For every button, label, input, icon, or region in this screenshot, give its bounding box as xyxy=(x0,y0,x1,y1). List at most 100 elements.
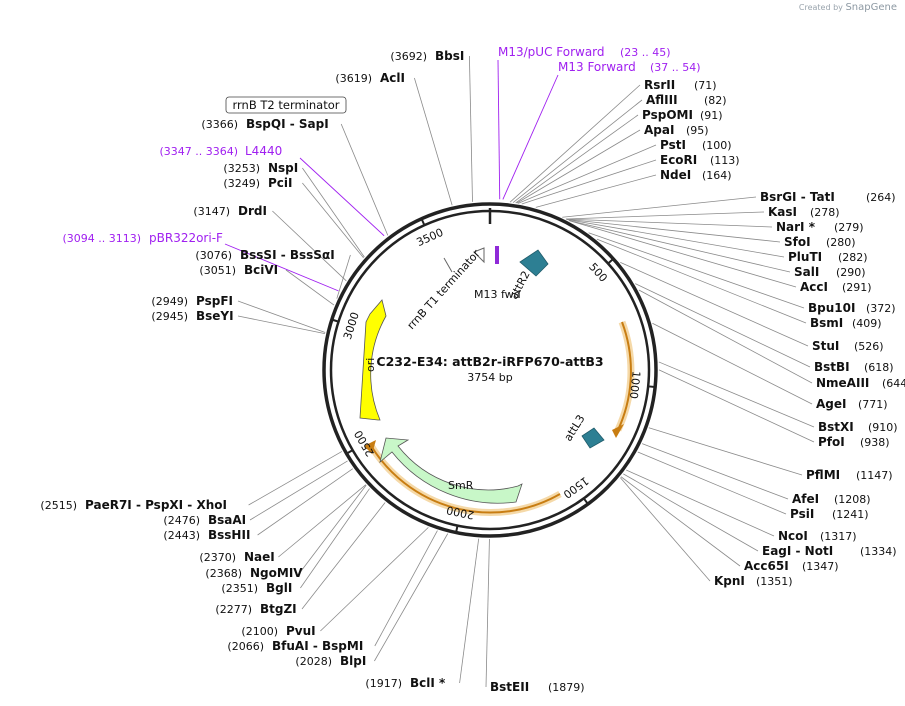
enzyme-name[interactable]: SalI xyxy=(794,265,819,279)
enzyme-name[interactable]: AgeI xyxy=(816,397,846,411)
enzyme-site[interactable]: AccI(291) xyxy=(800,280,872,294)
enzyme-name[interactable]: NarI * xyxy=(776,220,816,234)
enzyme-site[interactable]: RsrII(71) xyxy=(644,78,717,92)
enzyme-site[interactable]: BsrGI - TatI(264) xyxy=(760,190,896,204)
enzyme-site[interactable]: BstEII(1879) xyxy=(490,680,585,694)
enzyme-name[interactable]: AfeI xyxy=(792,492,819,506)
enzyme-site[interactable]: (2949)PspFI xyxy=(151,294,233,308)
enzyme-name[interactable]: AccI xyxy=(800,280,828,294)
enzyme-name[interactable]: NaeI xyxy=(244,550,275,564)
enzyme-site[interactable]: (2368)NgoMIV xyxy=(205,566,303,580)
enzyme-name[interactable]: BssSI - BssSαI xyxy=(240,248,335,262)
enzyme-name[interactable]: AclI xyxy=(380,71,405,85)
enzyme-name[interactable]: BciVI xyxy=(244,263,278,277)
enzyme-name[interactable]: BbsI xyxy=(435,49,464,63)
enzyme-site[interactable]: EcoRI(113) xyxy=(660,153,740,167)
enzyme-site[interactable]: (3147)DrdI xyxy=(193,204,267,218)
primer-m13-name[interactable]: M13 Forward xyxy=(558,60,636,74)
enzyme-site[interactable]: (3619)AclI xyxy=(335,71,405,85)
enzyme-name[interactable]: BssHII xyxy=(208,528,250,542)
enzyme-site[interactable]: (2515)PaeR7I - PspXI - XhoI xyxy=(40,498,227,512)
enzyme-name[interactable]: SfoI xyxy=(784,235,811,249)
enzyme-name[interactable]: PflMI xyxy=(806,468,840,482)
enzyme-name[interactable]: NspI xyxy=(268,161,298,175)
enzyme-site[interactable]: AflIII(82) xyxy=(646,93,727,107)
enzyme-name[interactable]: BsmI xyxy=(810,316,843,330)
primer-pbr322-name[interactable]: pBR322ori-F xyxy=(149,231,223,245)
primer-m13puc-name[interactable]: M13/pUC Forward xyxy=(498,45,605,59)
enzyme-site[interactable]: (1917)BclI * xyxy=(365,676,446,690)
enzyme-site[interactable]: BstBI(618) xyxy=(814,360,894,374)
enzyme-site[interactable]: Acc65I(1347) xyxy=(744,559,839,573)
enzyme-site[interactable]: KpnI(1351) xyxy=(714,574,793,588)
enzyme-name[interactable]: RsrII xyxy=(644,78,675,92)
enzyme-name[interactable]: ApaI xyxy=(644,123,674,137)
enzyme-site[interactable]: (2476)BsaAI xyxy=(163,513,246,527)
enzyme-site[interactable]: (2277)BtgZI xyxy=(215,602,296,616)
enzyme-site[interactable]: EagI - NotI(1334) xyxy=(762,544,897,558)
enzyme-site[interactable]: (2443)BssHII xyxy=(163,528,250,542)
enzyme-name[interactable]: PciI xyxy=(268,176,293,190)
enzyme-name[interactable]: BsrGI - TatI xyxy=(760,190,835,204)
enzyme-name[interactable]: PsiI xyxy=(790,507,814,521)
enzyme-name[interactable]: NdeI xyxy=(660,168,691,182)
enzyme-site[interactable]: StuI(526) xyxy=(812,339,884,353)
enzyme-site[interactable]: AgeI(771) xyxy=(816,397,888,411)
enzyme-site[interactable]: PluTI(282) xyxy=(788,250,868,264)
enzyme-site[interactable]: (3051)BciVI xyxy=(199,263,278,277)
enzyme-name[interactable]: PfoI xyxy=(818,435,845,449)
rrnb-t2-label[interactable]: rrnB T2 terminator xyxy=(233,98,340,112)
enzyme-site[interactable]: SalI(290) xyxy=(794,265,866,279)
enzyme-name[interactable]: EcoRI xyxy=(660,153,697,167)
enzyme-name[interactable]: PspOMI xyxy=(642,108,693,122)
primer-l4440-name[interactable]: L4440 xyxy=(245,144,282,158)
enzyme-site[interactable]: PspOMI(91) xyxy=(642,108,723,122)
enzyme-name[interactable]: StuI xyxy=(812,339,839,353)
enzyme-name[interactable]: BglI xyxy=(266,581,292,595)
enzyme-name[interactable]: NmeAIII xyxy=(816,376,869,390)
enzyme-site[interactable]: BstXI(910) xyxy=(818,420,898,434)
enzyme-name[interactable]: BtgZI xyxy=(260,602,297,616)
enzyme-name[interactable]: BsaAI xyxy=(208,513,246,527)
enzyme-site[interactable]: NcoI(1317) xyxy=(778,529,857,543)
enzyme-name[interactable]: BstBI xyxy=(814,360,850,374)
enzyme-site[interactable]: (2945)BseYI xyxy=(151,309,233,323)
enzyme-site[interactable]: KasI(278) xyxy=(768,205,840,219)
enzyme-name[interactable]: PaeR7I - PspXI - XhoI xyxy=(85,498,227,512)
enzyme-name[interactable]: Acc65I xyxy=(744,559,789,573)
enzyme-site[interactable]: PfoI(938) xyxy=(818,435,890,449)
enzyme-name[interactable]: BclI * xyxy=(410,676,446,690)
enzyme-site[interactable]: ApaI(95) xyxy=(644,123,709,137)
enzyme-name[interactable]: NcoI xyxy=(778,529,808,543)
enzyme-name[interactable]: EagI - NotI xyxy=(762,544,833,558)
enzyme-site[interactable]: (3692)BbsI xyxy=(390,49,464,63)
enzyme-site[interactable]: (2100)PvuI xyxy=(241,624,315,638)
enzyme-name[interactable]: PspFI xyxy=(196,294,233,308)
enzyme-site[interactable]: PflMI(1147) xyxy=(806,468,893,482)
enzyme-site[interactable]: BsmI(409) xyxy=(810,316,882,330)
enzyme-name[interactable]: KpnI xyxy=(714,574,745,588)
enzyme-site[interactable]: NmeAIII(644) xyxy=(816,376,905,390)
enzyme-site[interactable]: (3076)BssSI - BssSαI xyxy=(195,248,334,262)
enzyme-site[interactable]: (3249)PciI xyxy=(223,176,292,190)
enzyme-name[interactable]: PluTI xyxy=(788,250,822,264)
enzyme-name[interactable]: NgoMIV xyxy=(250,566,303,580)
enzyme-name[interactable]: AflIII xyxy=(646,93,678,107)
enzyme-site[interactable]: PstI(100) xyxy=(660,138,732,152)
enzyme-site[interactable]: (3366)BspQI - SapI xyxy=(201,117,328,131)
enzyme-name[interactable]: KasI xyxy=(768,205,797,219)
enzyme-site[interactable]: AfeI(1208) xyxy=(792,492,871,506)
enzyme-name[interactable]: DrdI xyxy=(238,204,267,218)
enzyme-site[interactable]: (2028)BlpI xyxy=(295,654,366,668)
enzyme-name[interactable]: BlpI xyxy=(340,654,366,668)
enzyme-name[interactable]: BstEII xyxy=(490,680,529,694)
enzyme-name[interactable]: PstI xyxy=(660,138,686,152)
enzyme-site[interactable]: NarI *(279) xyxy=(776,220,864,234)
enzyme-site[interactable]: Bpu10I(372) xyxy=(808,301,896,315)
enzyme-name[interactable]: BspQI - SapI xyxy=(246,117,329,131)
enzyme-site[interactable]: NdeI(164) xyxy=(660,168,732,182)
enzyme-site[interactable]: (2370)NaeI xyxy=(199,550,274,564)
enzyme-name[interactable]: BseYI xyxy=(196,309,234,323)
enzyme-site[interactable]: SfoI(280) xyxy=(784,235,856,249)
enzyme-name[interactable]: BstXI xyxy=(818,420,854,434)
